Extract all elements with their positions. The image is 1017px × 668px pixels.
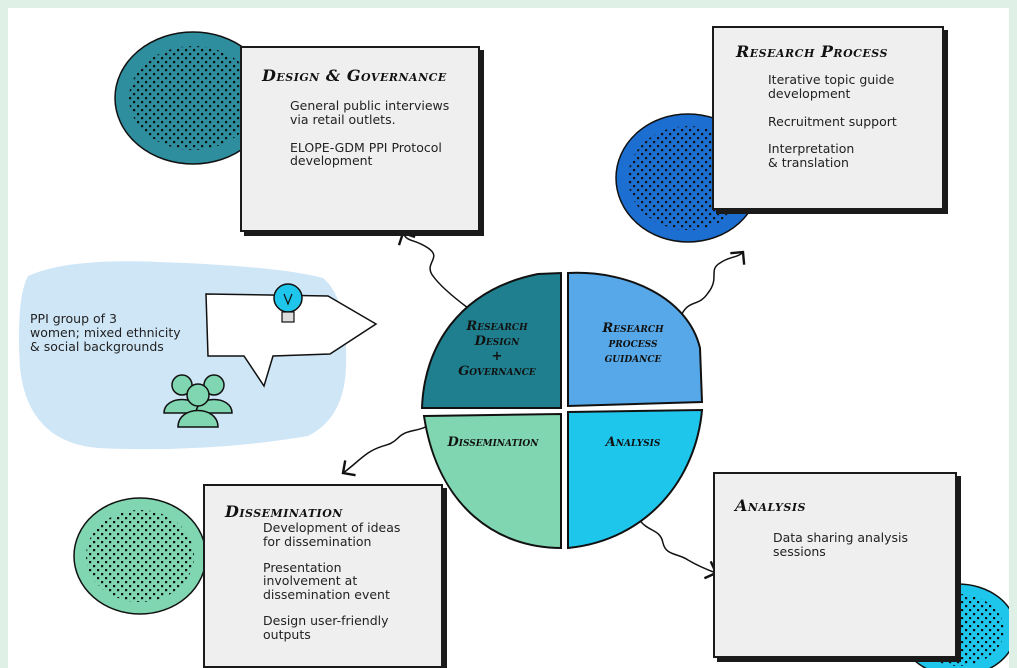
wheel-label-research: Research process guidance [602, 321, 664, 366]
arrow-to-dissemination [341, 422, 434, 477]
wheel-top-right [567, 271, 704, 408]
design-item-2: ELOPE-GDM PPI Protocol development [290, 139, 442, 169]
research-item-3: Interpretation & translation [768, 141, 855, 170]
analysis-box-title: Analysis [735, 496, 806, 515]
analysis-item-1: Data sharing analysis sessions [773, 530, 908, 559]
research-item-1: Iterative topic guide development [768, 72, 895, 101]
research-process-box: Research Process Iterative topic guide d… [712, 26, 944, 210]
design-item-1: General public interviews via retail out… [290, 98, 450, 127]
ppi-description: PPI group of 3 women; mixed ethnicity & … [30, 311, 181, 354]
wheel-bottom-left [422, 412, 562, 550]
central-wheel [420, 271, 704, 550]
research-box-title: Research Process [736, 42, 888, 61]
research-item-2: Recruitment support [768, 113, 897, 129]
dissemination-item-1: Development of ideas for dissemination [263, 520, 401, 549]
dissemination-box-title: Dissemination [225, 502, 343, 521]
lightbulb-icon [273, 283, 303, 323]
arrow-to-analysis [637, 517, 718, 580]
design-box-title: Design & Governance [262, 66, 447, 85]
dotted-circle-dissemination [73, 497, 207, 615]
dissemination-item-3: Design user-friendly outputs [263, 612, 389, 642]
wheel-bottom-right [567, 408, 704, 550]
wheel-top-left [420, 271, 562, 409]
wheel-label-analysis: Analysis [605, 435, 661, 450]
speech-bubble [205, 293, 378, 388]
analysis-box: Analysis Data sharing analysis sessions [713, 472, 957, 658]
wheel-label-dissemination: Dissemination [447, 435, 539, 450]
dissemination-box: Dissemination Development of ideas for d… [203, 484, 443, 668]
diagram-canvas: Design & Governance General public inter… [8, 8, 1009, 668]
arrow-to-design [397, 231, 469, 309]
wheel-label-design: Research Design + Governance [458, 319, 536, 379]
design-governance-box: Design & Governance General public inter… [240, 46, 480, 232]
dissemination-item-2: Presentation involvement at disseminatio… [263, 559, 390, 602]
arrow-to-research [679, 250, 746, 319]
dotted-circle-design [114, 31, 272, 165]
people-icon [163, 374, 233, 428]
